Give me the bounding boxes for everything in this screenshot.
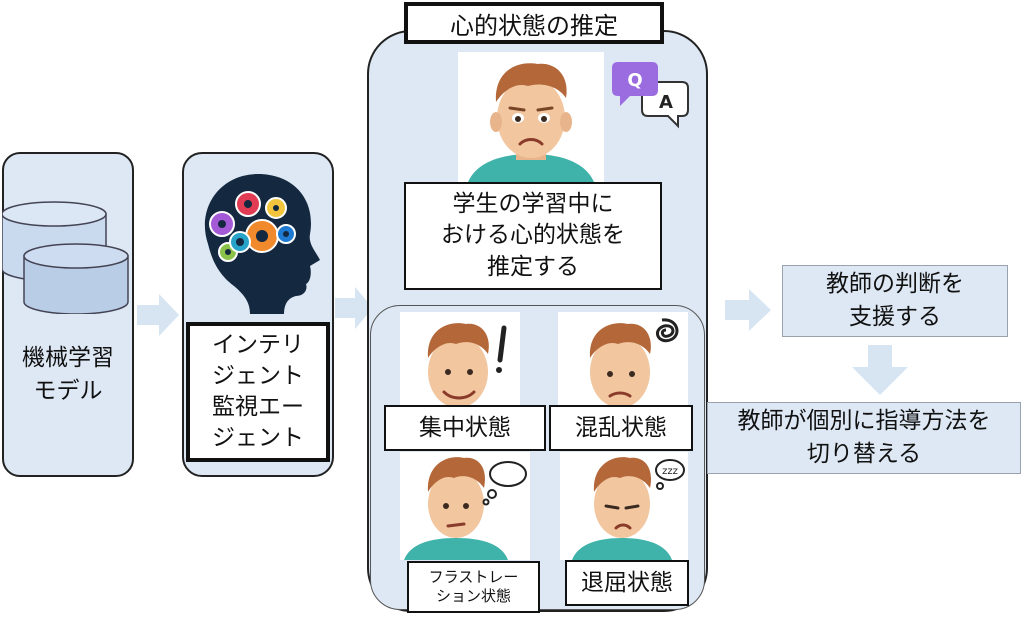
state-label-bored: 退屈状態 [565,560,689,606]
agent-label: インテリ ジェント 監視エー ジェント [186,322,330,462]
confused-face-image [589,318,679,408]
support-teacher-box: 教師の判断を 支援する [782,265,1008,337]
qa-chat-icon: Q A [612,62,689,129]
database-icon [2,201,129,314]
frustrated-face-image [404,457,527,560]
bored-face-card: zzz [560,452,688,560]
ml-model-panel: 機械学習 モデル [2,152,134,477]
brain-gears-icon [204,174,320,314]
student-face-image [466,63,596,188]
state-label-frustration: フラストレー ション状態 [407,561,540,613]
state-label-confused: 混乱状態 [549,405,693,451]
arrow-down-icon [852,345,908,395]
qa-a-text: A [659,92,673,113]
frustrated-face-card [400,452,530,560]
ml-model-label: 機械学習 モデル [22,345,114,405]
focused-face-card [400,312,520,418]
switch-method-box: 教師が個別に指導方法を 切り替える [707,402,1021,474]
state-label-focused: 集中状態 [384,405,546,451]
bored-face-image: zzz [572,457,685,560]
focused-face-image [427,323,507,408]
estimation-description: 学生の学習中に おける心的状態を 推定する [404,182,662,290]
student-face-card [458,52,604,188]
arrow-right-icon [725,289,771,331]
arrow-right-icon [335,287,373,329]
estimation-title: 心的状態の推定 [404,2,664,44]
agent-panel: インテリ ジェント 監視エー ジェント [182,152,334,477]
arrow-right-icon [137,294,179,336]
qa-q-text: Q [627,70,642,91]
bored-zzz-text: zzz [662,466,678,477]
confused-face-card [558,312,688,418]
